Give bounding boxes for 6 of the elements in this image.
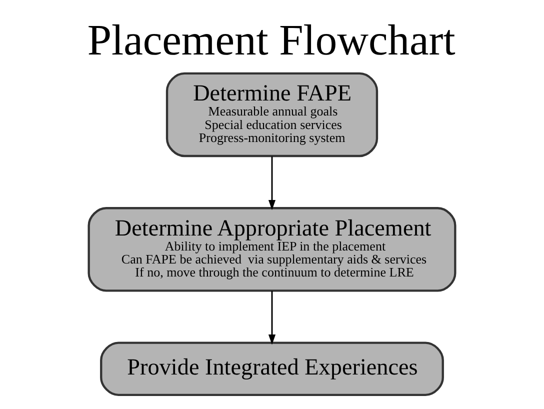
- node-box: Determine Appropriate Placement Ability to implement IEP in the placement Can FAPE be achieved via supplementary aids & services If no, move through the continuum to determine LRE: [88, 207, 456, 292]
- node-box: Provide Integrated Experiences: [100, 342, 444, 396]
- diagram-title: Placement Flowchart: [87, 16, 456, 65]
- arrow: [268, 156, 276, 210]
- node-box: Determine FAPE Measurable annual goals Special education services Progress-monitoring system: [166, 72, 378, 158]
- arrow: [268, 290, 276, 345]
